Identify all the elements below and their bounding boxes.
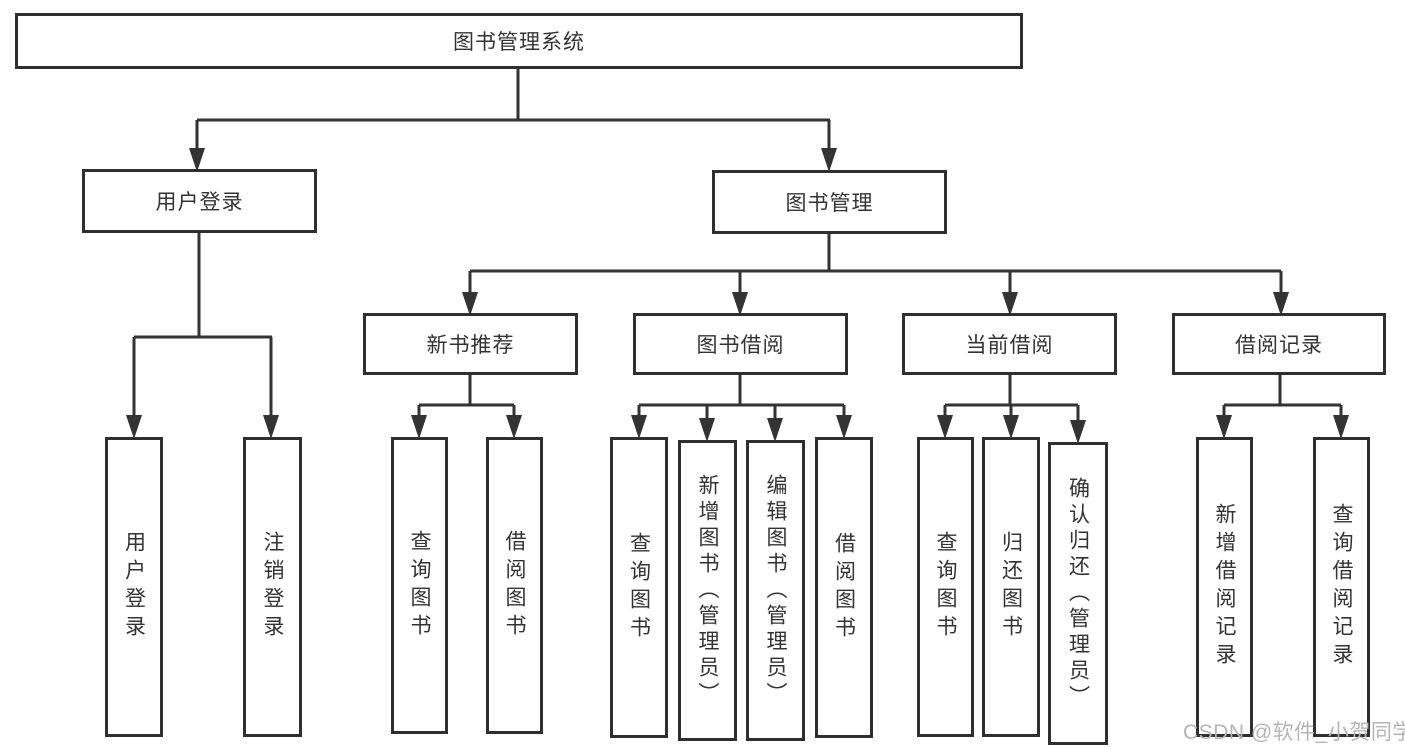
watermark: CSDN @软件_小贺同学: [1183, 721, 1405, 744]
leaf-br-query-borrow-record: 查询借阅记录: [1313, 437, 1370, 737]
leaf-cb-confirm-return-admin: 确认归还（管理员）: [1048, 442, 1108, 745]
node-book-management: 图书管理: [712, 170, 947, 234]
node-user-login: 用户登录: [82, 169, 317, 233]
leaf-bb-edit-books-admin: 编辑图书（管理员）: [746, 440, 805, 741]
node-current-borrowing: 当前借阅: [902, 313, 1117, 375]
node-book-borrowing: 图书借阅: [633, 313, 848, 375]
leaf-logout: 注销登录: [243, 437, 302, 737]
node-borrowing-records: 借阅记录: [1172, 313, 1386, 375]
leaf-nb-borrow-books: 借阅图书: [486, 437, 543, 734]
leaf-br-add-borrow-record: 新增借阅记录: [1196, 437, 1253, 737]
leaf-nb-query-books: 查询图书: [391, 437, 448, 734]
leaf-bb-add-books-admin: 新增图书（管理员）: [678, 440, 737, 741]
leaf-cb-query-books: 查询图书: [917, 437, 974, 737]
leaf-user-login: 用户登录: [105, 437, 163, 737]
leaf-bb-borrow-books: 借阅图书: [815, 437, 873, 738]
node-new-book-recommendation: 新书推荐: [363, 313, 578, 375]
leaf-bb-query-books: 查询图书: [610, 437, 668, 738]
node-root: 图书管理系统: [15, 13, 1023, 69]
leaf-cb-return-books: 归还图书: [982, 437, 1040, 737]
